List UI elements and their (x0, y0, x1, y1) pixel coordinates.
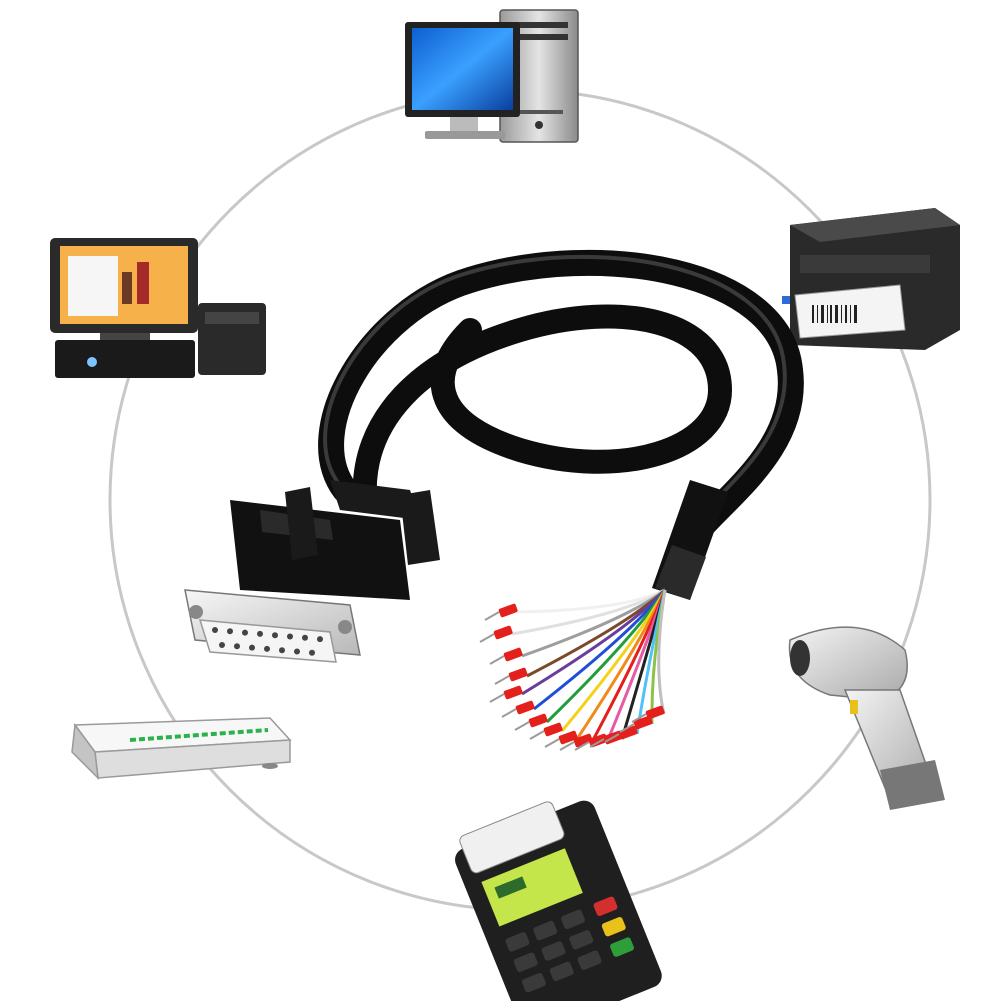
pin-hole (227, 628, 233, 635)
pin-hole (257, 630, 263, 637)
wire-tip (514, 721, 530, 731)
wire-ferrule (503, 647, 523, 662)
bare-wire-ends (479, 588, 667, 751)
wire-ferrule (633, 715, 653, 730)
wire-ferrule (515, 700, 535, 715)
wire-tip (529, 730, 545, 740)
pin-hole (264, 645, 270, 652)
pin-hole (309, 649, 315, 656)
network-switch-icon (71, 717, 292, 781)
wire-tip (619, 723, 635, 733)
db15-female-connector (184, 480, 440, 663)
wire-tip (589, 738, 605, 748)
wire-tip (489, 693, 505, 703)
wire-ferrule (493, 625, 513, 640)
wire-ferrule (508, 667, 528, 682)
wire-ferrule (645, 705, 665, 720)
pin-hole (219, 642, 225, 648)
pin-hole (242, 629, 248, 636)
wire-ferrule (618, 725, 638, 740)
connection-ring (108, 88, 932, 912)
pos-terminal-icon (50, 238, 266, 378)
desktop-computer-icon (405, 9, 579, 143)
wire-ferrule (588, 733, 608, 748)
pin-hole (234, 643, 240, 650)
wire-tip (574, 741, 590, 751)
wire-ferrule (573, 733, 593, 748)
wire-ferrule (543, 722, 563, 737)
wire-ferrule (528, 713, 548, 728)
cable-end-sleeve (652, 480, 728, 600)
barcode-scanner-icon (788, 626, 945, 810)
wire-ferrule (558, 730, 578, 745)
wire-tip (479, 633, 495, 643)
wire-tip (501, 708, 517, 718)
pin-hole (212, 627, 218, 633)
wire-tip (604, 733, 620, 743)
wire-tip (489, 655, 505, 665)
wire-tip (631, 713, 647, 723)
wire-tip (544, 738, 560, 748)
receipt-printer-icon (782, 208, 960, 350)
wire (657, 589, 667, 715)
pin-hole (302, 634, 308, 641)
wire-ferrule (503, 685, 523, 700)
wire-tip (494, 675, 510, 685)
pin-hole (249, 644, 255, 651)
cable-coil (318, 249, 804, 553)
wire-tip (484, 611, 500, 621)
pin-hole (279, 647, 285, 654)
wire-ferrule (498, 603, 518, 618)
pin-hole (287, 633, 293, 640)
pin-hole (272, 632, 278, 639)
wire-tip (559, 741, 575, 751)
payment-terminal-icon (455, 800, 662, 1001)
pin-hole (317, 636, 323, 643)
pin-hole (294, 648, 300, 655)
